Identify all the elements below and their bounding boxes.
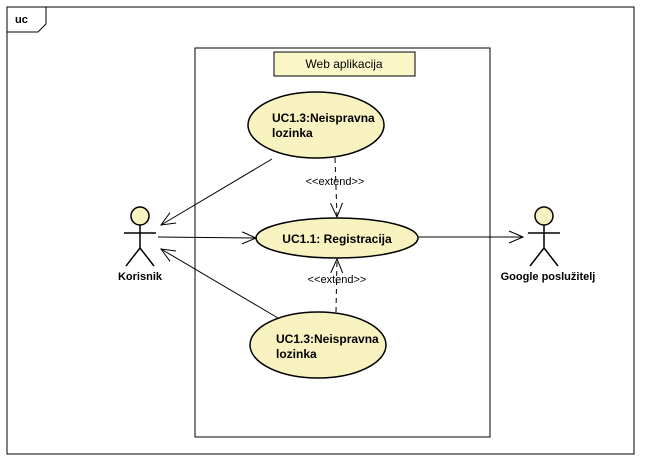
extend-top-label: <<extend>> (306, 176, 365, 188)
extend-bottom-label: <<extend>> (308, 274, 367, 286)
use-case-bottom-line1: UC1.3:Neispravna (276, 332, 379, 346)
actor-korisnik-label: Korisnik (118, 271, 163, 283)
association-top-to-user (161, 158, 273, 225)
use-case-top-line2: lozinka (272, 126, 313, 140)
use-case-top-line1: UC1.3:Neispravna (272, 111, 375, 125)
association-user-to-main (157, 237, 256, 238)
use-case-top[interactable]: UC1.3:Neispravna lozinka (247, 91, 385, 159)
use-case-bottom[interactable]: UC1.3:Neispravna lozinka (249, 311, 387, 379)
use-case-bottom-line2: lozinka (276, 347, 317, 361)
frame-label: uc (15, 14, 28, 26)
extend-top-line (335, 157, 337, 217)
system-name-box (273, 51, 416, 77)
use-case-main-label: UC1.1: Registracija (282, 232, 392, 246)
actor-korisnik[interactable]: Korisnik (118, 206, 163, 283)
use-case-main[interactable]: UC1.1: Registracija (255, 217, 419, 259)
frame-tab (7, 7, 47, 33)
actor-google-label: Google poslužitelj (501, 271, 596, 283)
actor-google[interactable]: Google poslužitelj (501, 206, 596, 283)
system-name: Web aplikacija (305, 57, 382, 71)
association-bottom-to-user (161, 249, 279, 319)
